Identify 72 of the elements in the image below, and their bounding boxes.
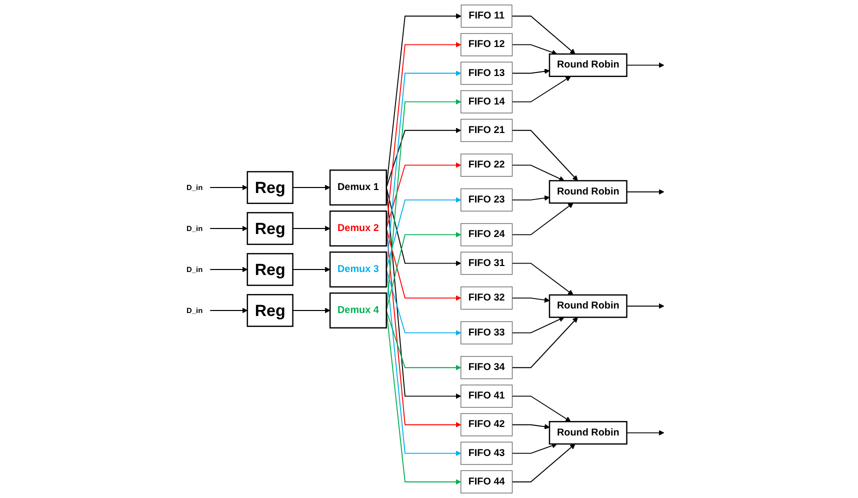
arrow — [386, 99, 462, 311]
node-box: Demux 3 — [329, 251, 387, 288]
node-box: FIFO 21 — [460, 118, 513, 142]
node-box: Demux 1 — [329, 170, 387, 206]
arrow — [292, 184, 330, 190]
arrow — [512, 424, 550, 430]
arrow — [512, 68, 550, 74]
node-box: Demux 2 — [329, 210, 387, 247]
arrow — [386, 310, 462, 370]
arrow — [512, 130, 578, 181]
arrow — [210, 266, 248, 272]
arrow — [386, 187, 462, 266]
arrow — [512, 76, 571, 102]
arrow — [512, 443, 558, 454]
node-box: Reg — [246, 294, 294, 327]
node-box: FIFO 23 — [460, 188, 513, 212]
node-box: Round Robin — [548, 180, 628, 204]
arrow — [386, 187, 462, 399]
node-box: Reg — [246, 253, 294, 286]
node-box: Round Robin — [548, 294, 628, 318]
arrow — [512, 316, 564, 334]
node-box: FIFO 31 — [460, 252, 513, 275]
arrow — [512, 164, 564, 182]
arrow — [386, 42, 462, 229]
arrow — [386, 162, 462, 229]
arrow — [626, 62, 664, 68]
node-box: FIFO 33 — [460, 321, 513, 344]
arrow — [626, 189, 664, 195]
arrow — [386, 197, 462, 270]
arrow — [386, 232, 462, 311]
node-box: Round Robin — [548, 53, 628, 77]
node-box: FIFO 43 — [460, 442, 513, 465]
node-box: FIFO 41 — [460, 384, 513, 408]
arrow — [386, 13, 462, 188]
node-box: Round Robin — [548, 421, 628, 445]
arrow — [512, 262, 574, 296]
arrow — [386, 310, 462, 485]
node-box: FIFO 22 — [460, 154, 513, 177]
arrow — [512, 396, 571, 422]
arrow — [512, 16, 576, 54]
node-box: Demux 4 — [329, 292, 387, 328]
node-box: FIFO 13 — [460, 62, 513, 85]
arrow — [512, 202, 574, 236]
node-box: FIFO 14 — [460, 90, 513, 114]
arrow — [512, 44, 558, 55]
node-box: FIFO 34 — [460, 356, 513, 380]
arrow — [626, 303, 664, 309]
node-box: FIFO 24 — [460, 223, 513, 246]
node-box: FIFO 32 — [460, 286, 513, 310]
node-box: FIFO 42 — [460, 413, 513, 436]
arrow — [386, 228, 462, 428]
arrow — [292, 308, 330, 314]
node-box: Reg — [246, 171, 294, 204]
arrow — [210, 184, 248, 190]
arrow — [512, 444, 576, 482]
arrow — [386, 269, 462, 456]
node-box: Reg — [246, 212, 294, 245]
arrow — [386, 269, 462, 336]
arrow — [210, 226, 248, 232]
arrow — [386, 70, 462, 270]
arrow — [512, 297, 550, 303]
arrow — [210, 308, 248, 314]
node-box: FIFO 11 — [460, 4, 512, 28]
node-box: FIFO 12 — [460, 33, 513, 56]
arrow — [386, 128, 462, 188]
arrow — [386, 228, 462, 301]
arrow — [512, 317, 578, 368]
arrow — [292, 226, 330, 232]
arrow — [292, 266, 330, 272]
node-box: FIFO 44 — [460, 470, 513, 494]
arrow — [626, 430, 664, 436]
arrow — [512, 195, 550, 201]
